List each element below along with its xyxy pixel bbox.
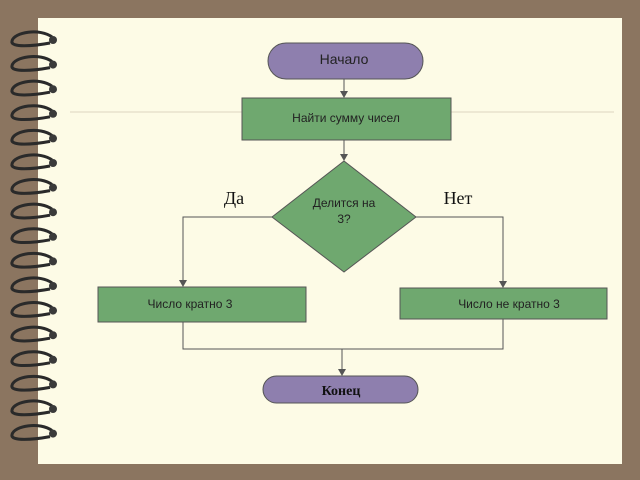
end-terminal: Конец [262, 375, 419, 404]
spiral-ring [10, 227, 53, 245]
result-no-label: Число не кратно 3 [458, 297, 560, 311]
spiral-ring [10, 55, 53, 72]
spiral-ring [10, 79, 53, 97]
spiral-hole [49, 60, 57, 69]
end-shape [262, 375, 419, 404]
spiral-ring [10, 178, 53, 195]
start-terminal: Начало [267, 42, 424, 80]
spiral-ring [10, 128, 53, 146]
result-no-shape [399, 287, 608, 320]
decision-label-line2: 3? [337, 212, 351, 226]
spiral-hole [49, 109, 57, 118]
spiral-hole [49, 134, 57, 143]
connector-yes-branch [179, 216, 272, 287]
spiral-hole [49, 159, 57, 167]
spiral-ring [10, 350, 53, 368]
connectors [179, 79, 507, 376]
decision-shape [271, 160, 417, 273]
branch-yes-label: Да [224, 188, 244, 208]
spiral-ring [10, 325, 53, 343]
result-yes-box: Число кратно 3 [97, 286, 307, 323]
connector-no-branch [416, 216, 507, 288]
process-label: Найти сумму чисел [292, 111, 400, 125]
start-shape [267, 42, 424, 80]
spiral-binding [10, 30, 57, 441]
spiral-ring [10, 424, 53, 441]
spiral-ring [10, 276, 53, 294]
spiral-ring [10, 104, 53, 122]
spiral-hole [49, 257, 57, 266]
spiral-ring [10, 30, 53, 48]
spiral-hole [49, 380, 57, 389]
connector-merge [182, 319, 504, 350]
process-shape [241, 97, 452, 141]
end-label: Конец [322, 384, 361, 399]
decision: Делится на 3? [271, 160, 417, 273]
process-box: Найти сумму чисел [241, 97, 452, 141]
result-no-box: Число не кратно 3 [399, 287, 608, 320]
spiral-ring [10, 374, 53, 392]
result-yes-label: Число кратно 3 [148, 297, 233, 311]
spiral-hole [49, 183, 57, 192]
spiral-hole [49, 208, 57, 217]
spiral-hole [49, 306, 57, 315]
spiral-ring [10, 399, 53, 417]
start-label: Начало [320, 51, 369, 67]
spiral-ring [10, 202, 53, 220]
spiral-ring [10, 301, 53, 318]
spiral-ring [10, 251, 53, 269]
spiral-hole [49, 355, 57, 364]
result-yes-shape [97, 286, 307, 323]
spiral-hole [49, 331, 57, 340]
spiral-hole [49, 85, 57, 94]
decision-label-line1: Делится на [313, 196, 376, 210]
spiral-hole [49, 232, 57, 241]
spiral-hole [49, 405, 57, 413]
spiral-ring [10, 153, 53, 171]
spiral-hole [49, 36, 57, 44]
spiral-hole [49, 282, 57, 290]
branch-no-label: Нет [444, 188, 473, 208]
spiral-hole [49, 429, 57, 438]
